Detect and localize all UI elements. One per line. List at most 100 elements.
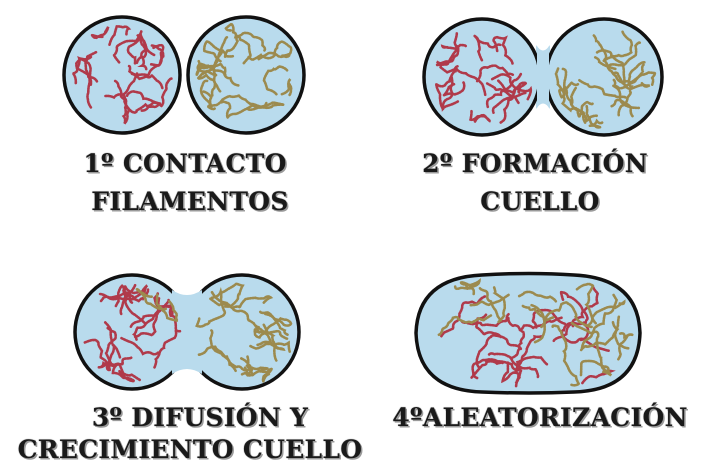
filament	[605, 63, 645, 85]
filament	[575, 282, 597, 325]
filament	[111, 362, 138, 383]
filament	[129, 298, 170, 328]
filament	[259, 310, 289, 336]
filament	[257, 51, 291, 61]
filament	[469, 293, 510, 307]
filament	[580, 293, 618, 350]
filament	[70, 56, 93, 88]
filament	[570, 321, 611, 373]
filament	[89, 26, 110, 40]
filament	[437, 314, 493, 337]
filament	[491, 91, 527, 114]
filament	[119, 284, 149, 316]
filament	[247, 40, 293, 61]
filament	[552, 321, 586, 343]
filament	[104, 326, 141, 382]
filament	[153, 329, 178, 369]
filament	[473, 34, 502, 63]
filament	[120, 93, 130, 125]
filament	[513, 355, 549, 388]
filament	[610, 98, 634, 118]
filament	[155, 293, 179, 322]
filament	[551, 324, 581, 387]
filament	[223, 31, 267, 58]
filament	[453, 278, 481, 296]
filament	[586, 299, 626, 327]
filament	[492, 35, 514, 65]
filament	[134, 286, 167, 311]
filament	[440, 295, 487, 338]
filament	[104, 72, 139, 100]
filament	[487, 352, 540, 379]
filament	[616, 332, 637, 361]
filament	[253, 312, 293, 334]
filament	[521, 304, 555, 322]
filament	[569, 86, 594, 120]
filament	[133, 297, 161, 339]
filament	[195, 287, 227, 328]
filament	[554, 67, 580, 100]
filament	[581, 369, 616, 385]
filament	[126, 30, 156, 65]
filament	[595, 30, 634, 58]
filament	[584, 104, 605, 129]
filament	[153, 292, 183, 333]
filament	[204, 94, 251, 111]
filament	[197, 345, 237, 373]
filament	[517, 290, 558, 303]
filament	[103, 321, 122, 359]
filament	[258, 367, 274, 386]
filament	[210, 290, 274, 311]
neck-fill	[537, 46, 549, 108]
filament	[579, 359, 613, 377]
stage-1-caption-line2: FILAMENTOS	[91, 187, 289, 216]
filament	[209, 329, 249, 372]
filament	[149, 43, 165, 67]
filament	[98, 356, 133, 369]
stage-1-caption-line1: 1º CONTACTO	[83, 149, 287, 178]
filament	[130, 72, 164, 90]
filament	[256, 340, 291, 353]
filament	[262, 65, 289, 96]
filament	[219, 282, 245, 308]
stage-1-illustration	[62, 15, 306, 135]
filament	[434, 75, 453, 111]
filament	[498, 88, 517, 125]
right-particle	[183, 273, 301, 391]
left-particle	[422, 17, 542, 137]
neck	[172, 290, 202, 374]
filament	[591, 33, 617, 71]
filament	[209, 297, 261, 334]
filament	[561, 67, 587, 124]
filament	[613, 314, 630, 350]
filament	[471, 358, 520, 380]
stage-2-caption-line1: 2º FORMACIÓN	[422, 149, 648, 178]
filament	[530, 303, 546, 344]
filament	[108, 25, 132, 46]
filament	[220, 100, 268, 122]
filament	[135, 33, 148, 71]
filament	[593, 41, 641, 68]
stage-4-caption-line1: 4ºALEATORIZACIÓN	[392, 403, 688, 432]
filament	[611, 71, 651, 91]
right-particle	[544, 17, 664, 137]
stage-2-caption-line2: CUELLO	[480, 187, 600, 216]
left-particle	[62, 15, 182, 135]
filament	[98, 288, 150, 303]
filament	[490, 73, 533, 101]
filament	[224, 22, 253, 65]
stage-3-illustration	[73, 273, 301, 391]
filament	[507, 316, 526, 360]
filament	[612, 71, 657, 90]
filament	[440, 43, 467, 51]
filament	[436, 59, 487, 97]
filament	[475, 334, 523, 369]
filament	[199, 79, 215, 112]
fused-particle	[414, 271, 642, 395]
filament	[196, 62, 227, 77]
filament	[478, 287, 502, 322]
stage-2-illustration	[422, 17, 664, 137]
filament	[195, 49, 224, 97]
filament	[441, 64, 460, 112]
filament	[469, 359, 504, 380]
